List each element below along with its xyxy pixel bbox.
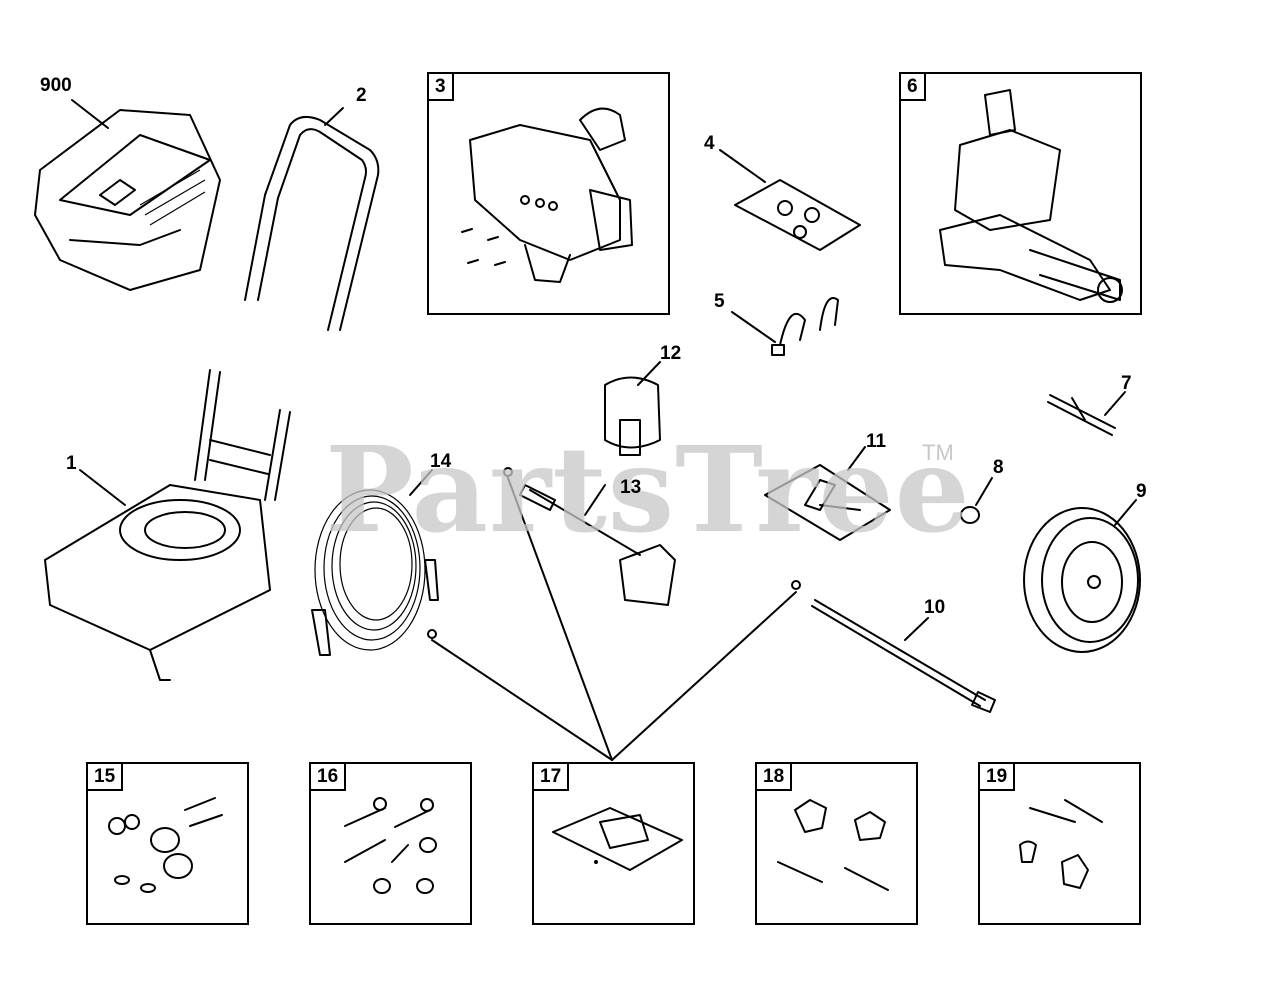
callout-11[interactable]: 11 bbox=[866, 431, 887, 452]
kit-box-15[interactable]: 15 bbox=[86, 762, 249, 925]
callout-1[interactable]: 1 bbox=[66, 453, 77, 474]
kit-box-16[interactable]: 16 bbox=[309, 762, 472, 925]
kit-box-17[interactable]: 17 bbox=[532, 762, 695, 925]
kit-tag-16: 16 bbox=[311, 764, 347, 791]
watermark-logo: PartsTree bbox=[325, 420, 971, 559]
handle-part[interactable] bbox=[244, 107, 380, 331]
callout-4[interactable]: 4 bbox=[704, 133, 715, 154]
kit-15-drawing bbox=[108, 797, 223, 893]
kit-box-3[interactable]: 3 bbox=[427, 72, 670, 315]
engine-part[interactable] bbox=[34, 99, 221, 291]
callout-9[interactable]: 9 bbox=[1136, 481, 1147, 502]
frame-part-1[interactable] bbox=[44, 369, 291, 681]
kit-box-18[interactable]: 18 bbox=[755, 762, 918, 925]
axle-part-7[interactable] bbox=[1047, 391, 1126, 436]
clip-part-5[interactable] bbox=[731, 297, 839, 356]
callout-10[interactable]: 10 bbox=[924, 597, 946, 618]
spray-gun-13[interactable] bbox=[503, 467, 676, 606]
kit-18-drawing bbox=[777, 799, 889, 891]
wheel-part-9[interactable] bbox=[1023, 499, 1141, 653]
kit-tag-15: 15 bbox=[88, 764, 124, 791]
callout-14[interactable]: 14 bbox=[430, 451, 452, 472]
callout-7[interactable]: 7 bbox=[1121, 373, 1132, 394]
leader-lines bbox=[431, 477, 797, 761]
hose-part-14[interactable] bbox=[311, 469, 439, 656]
callout-5[interactable]: 5 bbox=[714, 291, 725, 312]
kit-tag-3: 3 bbox=[429, 74, 454, 101]
nut-part-8[interactable] bbox=[960, 477, 993, 524]
kit-box-6[interactable]: 6 bbox=[899, 72, 1142, 315]
kit-bag-11[interactable] bbox=[764, 446, 891, 541]
kit-box-19[interactable]: 19 bbox=[978, 762, 1141, 925]
kit-17-drawing bbox=[552, 807, 683, 871]
callout-900[interactable]: 900 bbox=[40, 75, 72, 96]
kit-19-drawing bbox=[1019, 799, 1103, 889]
trademark-mark: TM bbox=[922, 440, 954, 465]
callout-2[interactable]: 2 bbox=[356, 85, 367, 106]
kit-tag-18: 18 bbox=[757, 764, 793, 791]
kit-3-drawing bbox=[461, 107, 633, 283]
kit-16-drawing bbox=[344, 797, 437, 894]
kit-tag-19: 19 bbox=[980, 764, 1016, 791]
hardware-bag-4[interactable] bbox=[719, 149, 861, 251]
kit-tag-6: 6 bbox=[901, 74, 926, 101]
pump-drawing bbox=[939, 89, 1123, 303]
callout-12[interactable]: 12 bbox=[660, 343, 682, 364]
callout-13[interactable]: 13 bbox=[620, 477, 642, 498]
kit-tag-17: 17 bbox=[534, 764, 570, 791]
holder-part-12[interactable] bbox=[604, 361, 661, 456]
lance-part-10[interactable] bbox=[791, 580, 996, 713]
callout-8[interactable]: 8 bbox=[993, 457, 1004, 478]
